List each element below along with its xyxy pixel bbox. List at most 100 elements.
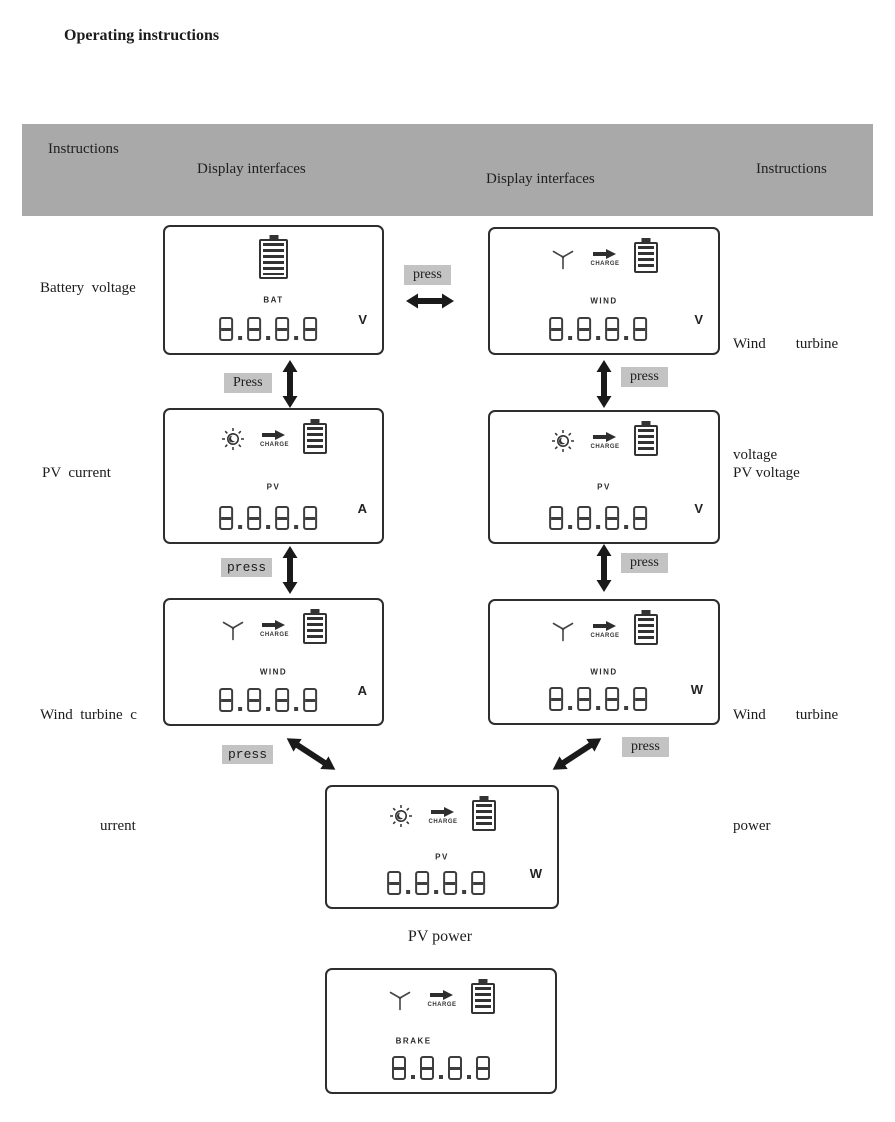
- charge-label: CHARGE: [259, 632, 289, 638]
- lcd-unit: W: [690, 682, 703, 697]
- lcd-digit: [274, 317, 289, 341]
- lcd-decimal-point: [439, 1075, 443, 1079]
- label-wind-turbine-current: Wind turbine c urrent: [40, 623, 137, 919]
- charge-label: CHARGE: [590, 633, 620, 639]
- charge-label: CHARGE: [259, 442, 289, 448]
- lcd-decimal-point: [624, 706, 629, 710]
- label-line: voltage: [733, 447, 778, 463]
- lcd-panel-wind-voltage: CHARGE WIND V: [488, 227, 720, 355]
- lcd-label-wind: WIND: [590, 667, 618, 677]
- lcd-panel-battery-voltage: BAT V: [163, 225, 384, 355]
- charge-label: CHARGE: [590, 261, 620, 267]
- battery-icon: [259, 239, 288, 279]
- lcd-label-pv: PV: [597, 482, 611, 492]
- lcd-decimal-point: [434, 890, 439, 894]
- lcd-decimal-point: [462, 890, 467, 894]
- lcd-decimal-point: [265, 336, 270, 340]
- lcd-digit: [605, 687, 620, 711]
- lcd-digits: [549, 506, 648, 530]
- lcd-digit: [246, 688, 261, 712]
- press-button-left-row3: press: [222, 745, 274, 764]
- lcd-decimal-point: [237, 336, 242, 340]
- lcd-digit: [633, 687, 648, 711]
- charge-indicator: CHARGE: [260, 619, 289, 638]
- lcd-digit: [549, 506, 564, 530]
- label-battery-voltage: Battery voltage: [40, 280, 136, 296]
- charge-arrow-icon: [592, 620, 617, 632]
- lcd-decimal-point: [596, 706, 601, 710]
- label-line: Wind turbine: [733, 707, 839, 723]
- charge-indicator: CHARGE: [590, 620, 619, 639]
- lcd-digit: [218, 688, 233, 712]
- lcd-icon-row: CHARGE: [327, 800, 557, 831]
- battery-stripes: [474, 987, 491, 1010]
- lcd-decimal-point: [265, 525, 270, 529]
- battery-stripes: [263, 243, 284, 275]
- lcd-panel-wind-power: CHARGE WIND W: [488, 599, 720, 725]
- lcd-digit: [387, 871, 402, 895]
- lcd-icon-row: CHARGE: [490, 425, 718, 456]
- charge-indicator: CHARGE: [590, 248, 619, 267]
- charge-indicator: CHARGE: [260, 429, 289, 448]
- battery-icon: [470, 983, 495, 1014]
- lcd-digits: [218, 688, 317, 712]
- charge-arrow-icon: [430, 806, 455, 818]
- lcd-unit: A: [357, 683, 367, 698]
- lcd-digit: [448, 1056, 462, 1080]
- lcd-digit: [392, 1056, 406, 1080]
- charge-indicator: CHARGE: [590, 431, 619, 450]
- lcd-digit: [471, 871, 486, 895]
- lcd-digit: [246, 317, 261, 341]
- battery-icon: [633, 425, 658, 456]
- lcd-decimal-point: [467, 1075, 471, 1079]
- battery-stripes: [637, 618, 654, 641]
- press-button-top: press: [404, 265, 451, 285]
- double-arrow-horizontal: [406, 291, 454, 311]
- lcd-icon-row: [165, 239, 382, 279]
- lcd-decimal-point: [568, 336, 573, 340]
- lcd-decimal-point: [624, 336, 629, 340]
- lcd-digit: [549, 687, 564, 711]
- lcd-decimal-point: [596, 525, 601, 529]
- lcd-panel-pv-power: CHARGE PV W: [325, 785, 559, 909]
- lcd-panel-pv-voltage: CHARGE PV V: [488, 410, 720, 544]
- lcd-decimal-point: [293, 336, 298, 340]
- lcd-decimal-point: [293, 525, 298, 529]
- double-arrow-vertical-left-1: [280, 360, 300, 408]
- lcd-label-pv: PV: [266, 482, 281, 492]
- lcd-panel-brake: CHARGE BRAKE: [325, 968, 557, 1094]
- battery-stripes: [307, 427, 323, 450]
- wind-turbine-icon: [550, 617, 576, 643]
- press-button-right-row3: press: [622, 737, 669, 757]
- battery-icon: [303, 613, 327, 644]
- battery-icon: [303, 423, 327, 454]
- label-line: Wind turbine c: [40, 707, 137, 723]
- header-instructions-left: Instructions: [48, 141, 119, 157]
- lcd-digit: [218, 506, 233, 530]
- sun-icon: [550, 428, 576, 454]
- charge-indicator: CHARGE: [428, 806, 457, 825]
- lcd-digits: [218, 506, 317, 530]
- lcd-decimal-point: [411, 1075, 415, 1079]
- lcd-digit: [605, 506, 620, 530]
- lcd-digit: [577, 506, 592, 530]
- lcd-digit: [476, 1056, 490, 1080]
- battery-icon: [633, 614, 658, 645]
- lcd-digit: [218, 317, 233, 341]
- charge-arrow-icon: [262, 619, 286, 631]
- lcd-digit: [443, 871, 458, 895]
- lcd-panel-wind-current: CHARGE WIND A: [163, 598, 384, 726]
- wind-turbine-icon: [387, 986, 413, 1012]
- press-button-right-row1: press: [621, 367, 668, 387]
- lcd-digit: [415, 871, 430, 895]
- lcd-digit: [577, 687, 592, 711]
- charge-arrow-icon: [262, 429, 286, 441]
- lcd-icon-row: CHARGE: [327, 983, 555, 1014]
- header-instructions-right: Instructions: [756, 161, 827, 177]
- charge-label: CHARGE: [427, 1002, 457, 1008]
- double-arrow-diagonal-left: [281, 730, 341, 778]
- charge-indicator: CHARGE: [427, 989, 456, 1008]
- lcd-digits: [218, 317, 317, 341]
- lcd-icon-row: CHARGE: [165, 613, 382, 644]
